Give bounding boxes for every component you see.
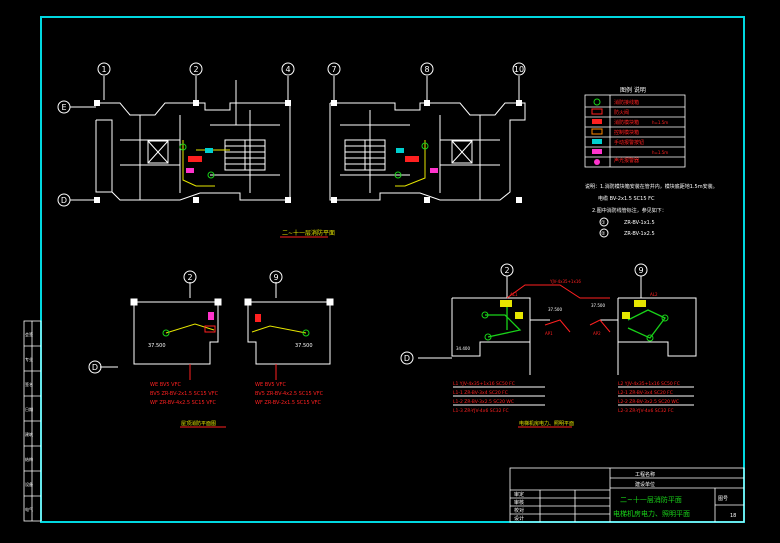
elevator-machine-room-plan [418,263,697,375]
cable-label: L1-3 ZR-YJV-4x6 SC32 FC [453,408,509,414]
legend-note: ZR-BV-1x1.5 [624,220,655,226]
axis-label: E [61,103,66,112]
cable-label: L1-2 ZR-BV-3x2.5 SC20 WC [453,399,514,405]
legend-table [584,94,686,168]
legend-extra: h=1.5m [652,150,668,155]
strip-label: 签名 [25,381,33,387]
sheet-label: 图号 [718,496,728,502]
legend-note: 说明：1.消防模块箱安装在管井内，模块底距地1.5m安装。 [585,183,718,190]
elevation-label: 34.400 [456,346,470,351]
elevation-label: 37.500 [295,343,313,349]
top-cable-label: YJV-4x35+1x16 [549,279,581,284]
axis-label: 8 [424,65,429,74]
drawing-title-2: 电梯机房电力、照明平面 [613,509,690,518]
elevation-label: 37.500 [591,303,605,308]
project-name: 工程名称 [635,471,655,478]
legend-row: 防火阀 [614,109,629,116]
strip-label: 专业 [25,356,33,362]
strip-label: 设备 [25,481,33,487]
roof-fire-plan [100,270,334,380]
cable-label: L2-2 ZR-BV-3x2.5 SC20 WC [618,399,679,405]
cable-label: L2 YJV-4x35+1x16 SC50 FC [618,381,680,387]
owner-name: 建设单位 [635,481,655,488]
box-label: AP2 [593,331,601,336]
axis-label: 9 [638,266,643,275]
cable-label: L2-3 ZR-YJV-4x6 SC32 FC [618,408,674,414]
cable-label: BV5 ZR-BV-4x2.5 SC15 VFC [255,391,324,397]
cable-label: WF ZR-BV-4x2.5 SC15 VFC [150,400,217,406]
cable-label: L1 YJV-4x35+1x16 SC50 FC [453,381,515,387]
legend-row: 手动报警按钮 [614,139,644,146]
legend-symbols [591,98,603,165]
legend-marker: ① [601,220,606,226]
axis-label: D [61,196,67,205]
sheet-border [40,16,745,523]
strip-label: 日期 [25,406,33,412]
elevator-plan-title: 电梯机房电力、照明平面 [519,420,574,427]
box-label: AL2 [650,292,658,297]
axis-label: 2 [193,65,198,74]
elevation-label: 37.500 [148,343,166,349]
structural-columns [94,100,522,203]
roof-fire-wiring [162,312,310,380]
legend-extra: h=1.5m [652,120,668,125]
elevation-label: 37.500 [548,307,562,312]
legend-row: 消防模块箱 [614,119,639,126]
drawing-title-1: 二~十一层消防平面 [620,495,682,504]
legend-row: 控制模块箱 [614,129,639,136]
tb-row: 审核 [514,499,524,506]
cable-label: L2-1 ZR-BV-3x4 SC20 FC [618,390,673,396]
tb-row: 设计 [514,515,524,522]
cable-label: WE BV5 VFC [150,382,181,388]
axis-label: D [404,354,410,363]
cable-label: WE BV5 VFC [255,382,286,388]
strip-label: 建筑 [25,431,33,437]
axis-label: 10 [514,65,524,74]
legend-row: 消防接线箱 [614,99,639,106]
legend-note: ZR-BV-1x2.5 [624,231,655,237]
strip-label: 会签 [25,331,33,337]
axis-label: 4 [285,65,290,74]
axis-label: 2 [504,266,509,275]
upper-floor-plan [70,76,526,201]
cable-label: WF ZR-BV-2x1.5 SC15 VFC [255,400,322,406]
upper-plan-title: 二~十一层消防平面 [282,229,335,237]
axis-label: 7 [331,65,336,74]
sheet-number: 18 [730,513,736,519]
axis-label: D [92,363,98,372]
cable-label: BV5 ZR-BV-2x1.5 SC15 VFC [150,391,219,397]
tb-row: 审定 [514,491,524,498]
title-block [509,467,745,523]
box-label: AP1 [545,331,553,336]
axis-label: 2 [187,273,192,282]
legend-note: 2.图中消防线管标注，参见如下： [592,207,667,214]
legend-row: 声光报警器 [614,157,639,164]
legend-marker: ② [601,231,606,237]
fire-devices-upper [179,140,438,187]
axis-bubbles-upper [57,62,526,207]
cable-label: L1-1 ZR-BV-3x4 SC20 FC [453,390,508,396]
countersign-strip [23,320,42,522]
elevator-room-wiring [481,284,669,342]
legend-title: 图例 说明 [620,86,646,94]
roof-plan-title: 屋顶消防平面图 [181,420,216,427]
legend-note: 电缆 BV-2x1.5 SC15 FC [598,195,655,202]
strip-label: 结构 [25,456,33,462]
axis-label: 1 [101,65,106,74]
box-label: AL1 [510,292,518,297]
strip-label: 电气 [25,506,33,512]
tb-row: 校对 [514,507,524,514]
axis-label: 9 [273,273,278,282]
